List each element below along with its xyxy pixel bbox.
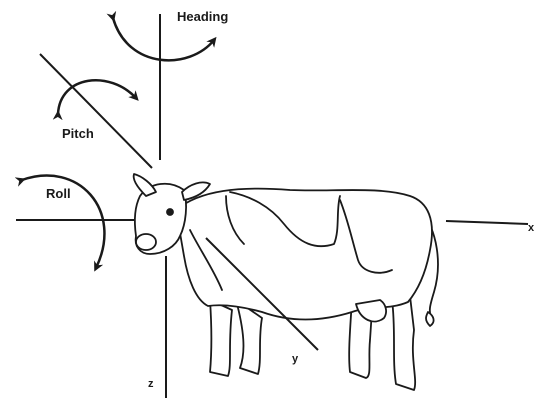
cow-illustration bbox=[134, 174, 438, 390]
x-axis-label: x bbox=[528, 222, 534, 234]
x-axis-line bbox=[446, 221, 528, 224]
z-axis-label: z bbox=[148, 378, 154, 390]
heading-rotation-arrow-icon bbox=[113, 18, 214, 60]
heading-label: Heading bbox=[177, 9, 228, 24]
y-axis-label: y bbox=[292, 353, 298, 365]
pitch-axis-line bbox=[40, 54, 152, 168]
roll-label: Roll bbox=[46, 186, 71, 201]
pitch-label: Pitch bbox=[62, 126, 94, 141]
